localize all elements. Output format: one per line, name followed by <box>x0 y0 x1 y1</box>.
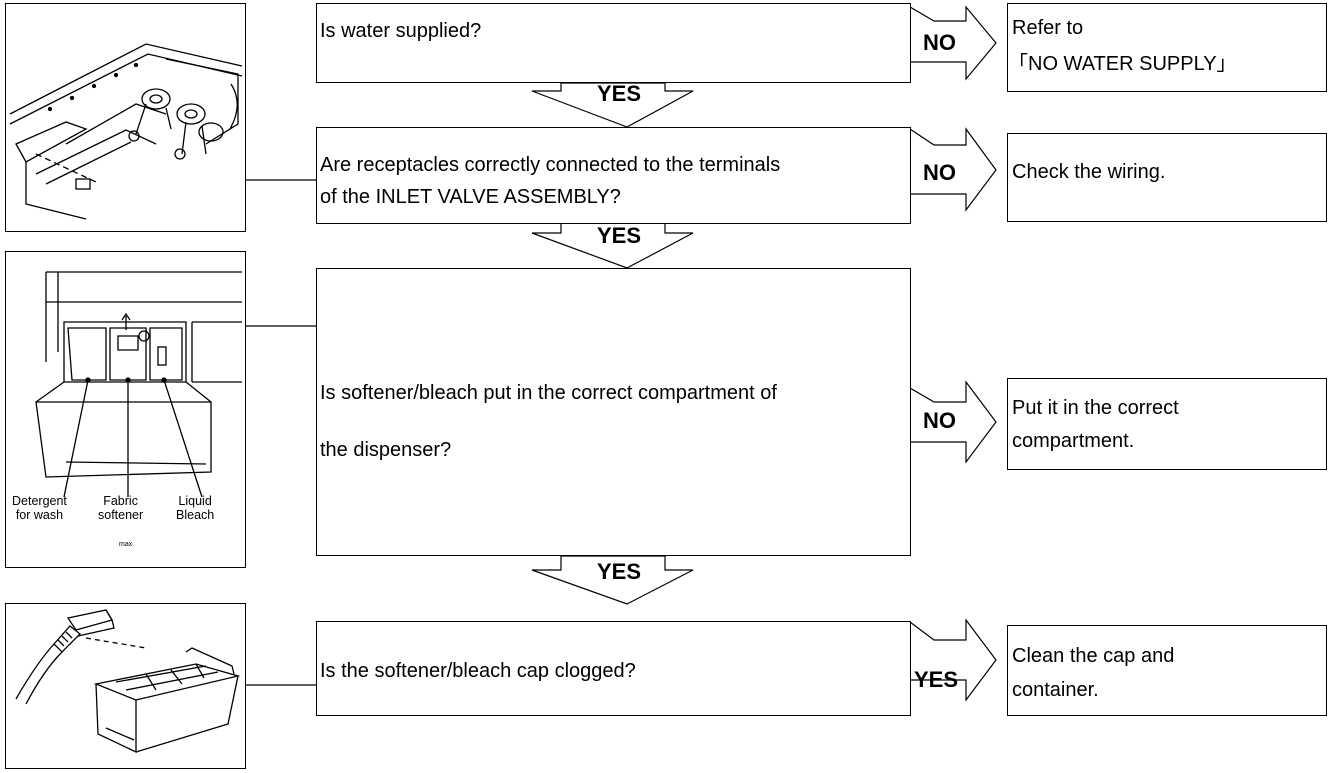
result-no-water-supply <box>1007 3 1327 92</box>
result-check-wiring <box>1007 133 1327 222</box>
dispenser-max-marking: max <box>119 541 133 548</box>
result-1-line1: Refer to <box>1012 17 1084 39</box>
yes-arrow-2 <box>531 222 694 269</box>
no-arrow-1 <box>909 5 997 81</box>
question-receptacles-connected <box>316 127 911 224</box>
no-arrow-2 <box>909 127 997 212</box>
inlet-valve-panel <box>5 3 246 232</box>
result-3-line2: compartment. <box>1012 430 1135 452</box>
brush-and-drawer-illustration-icon <box>15 609 241 754</box>
answer-label-4: YES <box>914 667 959 692</box>
question-2-text-line1: Are receptacles correctly connected to t… <box>320 154 781 176</box>
next-label-2: YES <box>597 223 642 248</box>
result-4-line1: Clean the cap and <box>1012 645 1175 667</box>
result-4-line2: container. <box>1012 679 1099 701</box>
question-water-supplied <box>316 3 911 83</box>
result-correct-compartment <box>1007 378 1327 470</box>
question-1-text: Is water supplied? <box>320 20 482 42</box>
inlet-valve-illustration-icon <box>9 43 243 220</box>
question-softener-compartment <box>316 268 911 556</box>
yes-arrow-3 <box>531 555 694 605</box>
question-2-text-line2: of the INLET VALVE ASSEMBLY? <box>320 186 621 208</box>
answer-label-2: NO <box>923 160 956 185</box>
next-label-3: YES <box>597 559 642 584</box>
next-label-1: YES <box>597 81 642 106</box>
dispenser-illustration-icon <box>35 271 242 498</box>
answer-label-1: NO <box>923 30 956 55</box>
result-2-line1: Check the wiring. <box>1012 161 1166 183</box>
result-3-line1: Put it in the correct <box>1012 397 1179 419</box>
answer-label-3: NO <box>923 408 956 433</box>
question-4-text: Is the softener/bleach cap clogged? <box>320 660 636 682</box>
yes-arrow-4 <box>909 618 997 702</box>
brush-drawer-panel <box>5 603 246 769</box>
result-clean-cap <box>1007 625 1327 716</box>
question-cap-clogged <box>316 621 911 716</box>
question-3-text-line1: Is softener/bleach put in the correct co… <box>320 382 777 404</box>
result-1-line2: 「NO WATER SUPPLY」 <box>1008 53 1237 75</box>
no-arrow-3 <box>909 380 997 464</box>
yes-arrow-1 <box>531 82 694 128</box>
question-3-text-line2: the dispenser? <box>320 439 452 461</box>
